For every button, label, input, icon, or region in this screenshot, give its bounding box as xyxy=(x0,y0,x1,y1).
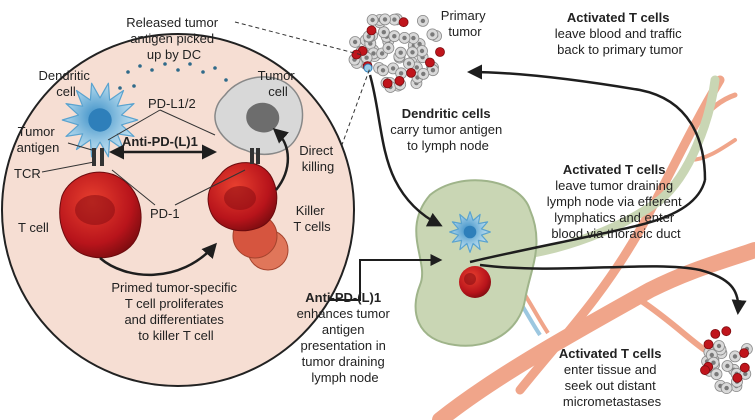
lymph-node-dendritic-cell xyxy=(449,211,491,253)
activated-t-cells-traffic-label: Activated T cells leave blood and traffi… xyxy=(555,10,686,57)
tcr-receptor-left xyxy=(92,148,104,166)
dendritic-cells-carry-label: Dendritic cells carry tumor antigen to l… xyxy=(390,106,506,153)
direct-killing-label: Direct killing xyxy=(299,143,337,174)
proliferation-arrow xyxy=(99,242,217,276)
blood-vessel xyxy=(432,75,755,420)
t-cell xyxy=(59,171,142,259)
tcell-to-blood-arrow xyxy=(469,179,707,264)
dendritic-cell xyxy=(61,82,139,158)
tcr-receptor-right xyxy=(250,148,260,164)
dc-to-lymph-arrow xyxy=(368,74,443,227)
pd-1-pointer-2 xyxy=(174,169,246,206)
activated-t-cells-leave-node-label: Activated T cells leave tumor draining l… xyxy=(547,162,686,241)
pd-l1-2-label: PD-L1/2 xyxy=(148,96,196,111)
blood-to-metastasis-arrow xyxy=(479,263,747,315)
pd-l1-2-pointer xyxy=(159,109,216,136)
micrometastasis-cluster xyxy=(700,326,753,395)
pd-1-label: PD-1 xyxy=(150,206,180,221)
dendritic-cell-label: Dendritic cell xyxy=(39,68,94,99)
tumor-antigen-pointer xyxy=(67,142,93,151)
lymph-node xyxy=(414,179,538,347)
anti-pd-l1-label: Anti-PD-(L)1 xyxy=(122,134,198,149)
lymph-node-t-cell xyxy=(459,266,491,298)
t-cell-label: T cell xyxy=(18,220,49,235)
killer-t-cells-label: Killer T cells xyxy=(293,203,331,234)
tumor-cell-label: Tumor cell xyxy=(258,68,299,99)
tcr-pointer xyxy=(41,161,95,173)
primary-tumor-cluster xyxy=(348,13,445,93)
pd-1-pointer xyxy=(111,169,156,206)
tumor-antigen-label: Tumor antigen xyxy=(17,124,60,155)
primed-t-cell-label: Primed tumor-specific T cell proliferate… xyxy=(111,280,240,343)
pd-l1-2-pointer-2 xyxy=(107,109,161,141)
direct-killing-arrow xyxy=(272,128,290,191)
anti-pd-l1-node-label: Anti-PD-(L)1 enhances tumor antigen pres… xyxy=(297,290,394,385)
primary-tumor-label: Primary tumor xyxy=(441,8,489,39)
zoom-line-top xyxy=(234,21,363,56)
activated-t-cells-distant-label: Activated T cells enter tissue and seek … xyxy=(559,346,665,409)
released-antigen-label: Released tumor antigen picked up by DC xyxy=(126,15,221,62)
tcr-label: TCR xyxy=(14,166,41,181)
blood-to-tumor-arrow xyxy=(467,64,707,181)
